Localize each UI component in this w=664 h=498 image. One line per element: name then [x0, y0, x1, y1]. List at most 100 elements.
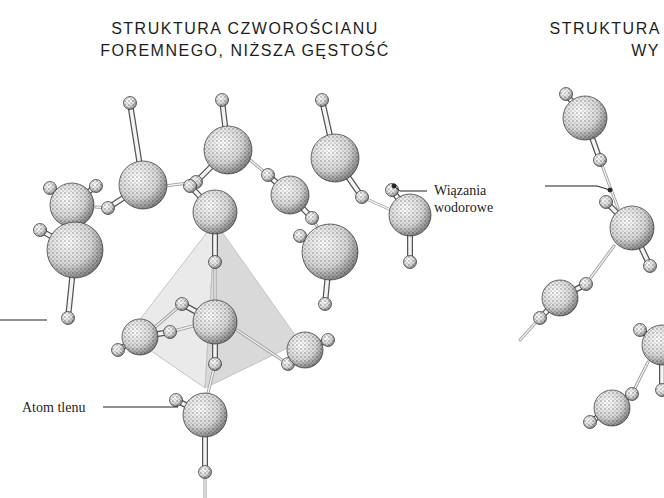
hydrogen-atom [209, 358, 222, 371]
hydrogen-atom [184, 180, 197, 193]
hydrogen-atom [404, 256, 417, 269]
water-molecule [44, 180, 103, 228]
oxygen-atom [389, 194, 431, 236]
hydrogen-atom [164, 326, 177, 339]
hydrogen-atom [112, 344, 125, 357]
hydrogen-atom-texture [112, 344, 125, 357]
oxygen-atom [193, 300, 237, 344]
hydrogen-atom-texture [164, 326, 177, 339]
oxygen-atom [271, 176, 309, 214]
water-molecule [560, 88, 608, 167]
hydrogen-atom-texture [656, 384, 664, 397]
hydrogen-atom [306, 212, 319, 225]
oxygen-atom-texture [610, 206, 654, 250]
water-molecule [184, 180, 238, 269]
hydrogen-atom [170, 394, 183, 407]
water-molecule [534, 278, 593, 325]
water-molecule [634, 324, 664, 397]
hydrogen-atom-texture [600, 196, 613, 209]
oxygen-atom [119, 161, 167, 209]
oxygen-atom [183, 393, 227, 437]
hydrogen-atom-texture [306, 212, 319, 225]
hydrogen-atom [209, 256, 222, 269]
hydrogen-atom-texture [102, 202, 115, 215]
oxygen-atom-texture [287, 332, 323, 368]
oxygen-atom [287, 332, 323, 368]
oxygen-atom [542, 280, 578, 316]
hydrogen-bond [237, 330, 288, 364]
hydrogen-bond [600, 160, 618, 208]
oxygen-atom-texture [271, 176, 309, 214]
water-molecule [112, 319, 177, 357]
hydrogen-atom-texture [319, 298, 332, 311]
oxygen-atom [122, 319, 158, 355]
leader-line [545, 186, 610, 190]
oxygen-atom-texture [122, 319, 158, 355]
hydrogen-atom-texture [404, 256, 417, 269]
hydrogen-atom-texture [584, 416, 597, 429]
leader-dot [392, 184, 396, 188]
hydrogen-atom [90, 180, 103, 193]
heading: STRUKTURA WY [550, 18, 660, 62]
water-molecule [190, 94, 253, 189]
oxygen-atom-texture [311, 134, 359, 182]
oxygen-atom [594, 390, 630, 426]
leader-dot [608, 188, 612, 192]
hydrogen-atom-texture [124, 97, 137, 110]
hydrogen-bond [586, 246, 614, 284]
callout-label: Atom tlenu [22, 399, 85, 416]
water-molecule [176, 298, 238, 371]
oxygen-atom-texture [183, 393, 227, 437]
hydrogen-atom [34, 224, 47, 237]
oxygen-atom-texture [642, 325, 664, 365]
hydrogen-atom-texture [176, 298, 189, 311]
hydrogen-atom [176, 298, 189, 311]
hydrogen-atom [580, 278, 593, 291]
water-molecule [386, 184, 432, 269]
oxygen-atom [610, 206, 654, 250]
hydrogen-atom-texture [209, 256, 222, 269]
hydrogen-atom [356, 191, 369, 204]
hydrogen-atom-texture [316, 94, 329, 107]
hydrogen-atom-texture [322, 334, 335, 347]
callout-label: Wiązania wodorowe [434, 182, 509, 216]
hydrogen-atom [656, 384, 664, 397]
hydrogen-bond [600, 160, 618, 208]
hydrogen-atom [62, 312, 75, 325]
water-molecule [102, 97, 168, 215]
hydrogen-atom [216, 94, 229, 107]
leader-line [103, 407, 178, 408]
oxygen-atom-texture [542, 280, 578, 316]
hydrogen-atom-texture [216, 94, 229, 107]
oxygen-atom [563, 96, 607, 140]
hydrogen-atom-texture [580, 278, 593, 291]
oxygen-atom-texture [594, 390, 630, 426]
hydrogen-atom [319, 298, 332, 311]
oxygen-atom [642, 325, 664, 365]
oxygen-atom-texture [193, 300, 237, 344]
hydrogen-atom [534, 312, 547, 325]
leader-line [395, 187, 427, 191]
hydrogen-atom-texture [62, 312, 75, 325]
water-molecule [600, 196, 657, 273]
oxygen-atom [47, 222, 103, 278]
hydrogen-atom-texture [356, 191, 369, 204]
hydrogen-atom [199, 466, 212, 479]
oxygen-atom [204, 126, 252, 174]
hydrogen-atom-texture [209, 358, 222, 371]
hydrogen-atom [584, 416, 597, 429]
hydrogen-atom [600, 196, 613, 209]
hydrogen-atom [262, 169, 275, 182]
oxygen-atom [50, 183, 94, 227]
water-molecule [34, 222, 104, 325]
oxygen-atom-texture [47, 222, 103, 278]
oxygen-atom-texture [302, 224, 358, 280]
water-molecule [170, 393, 228, 479]
water-molecule [282, 332, 335, 371]
hydrogen-atom [316, 94, 329, 107]
water-molecule [311, 94, 369, 204]
oxygen-atom-texture [50, 183, 94, 227]
oxygen-atom-texture [119, 161, 167, 209]
hydrogen-atom-texture [560, 88, 573, 101]
